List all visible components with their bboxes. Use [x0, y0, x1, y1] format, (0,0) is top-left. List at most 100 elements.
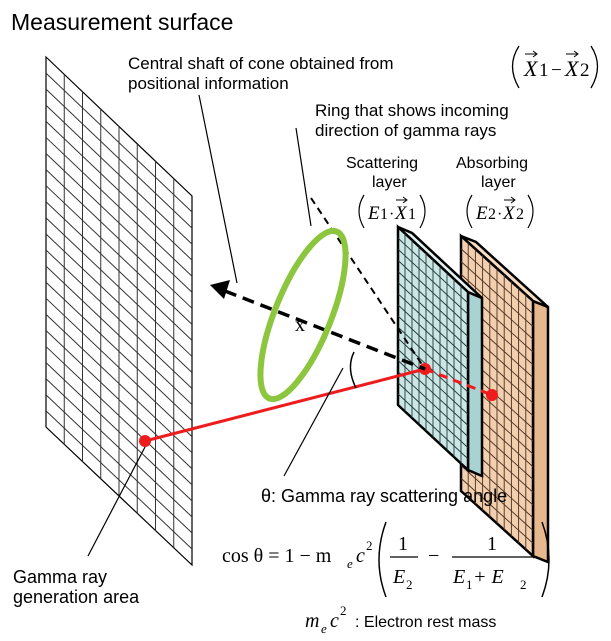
scattered-ray: [424, 367, 493, 397]
svg-text:X: X: [564, 56, 580, 81]
vector-difference-expression: X 1 − X 2: [511, 45, 599, 89]
svg-text:2: 2: [580, 60, 590, 81]
generation-point: [139, 435, 151, 447]
svg-text:2: 2: [366, 538, 373, 553]
measurement-surface-label: Measurement surface: [11, 9, 233, 35]
absorbing-layer-gridline: [460, 248, 534, 315]
absorbing-layer-gridline: [460, 273, 534, 340]
svg-text:E: E: [367, 203, 380, 224]
cone-upper-edge: [310, 197, 426, 370]
measurement-surface-gridline: [45, 137, 193, 277]
absorbing-parameters: E 2 · X 2: [466, 194, 534, 229]
scattering-angle-label: θ: Gamma ray scattering angle: [261, 486, 507, 506]
electron-rest-mass-legend: m e c 2 : Electron rest mass: [305, 603, 496, 636]
gamma-ray-ring: [257, 227, 349, 403]
scattering-layer-gridline: [397, 382, 469, 449]
scattering-layer-gridline: [397, 360, 469, 426]
svg-text:cos θ = 1 − m: cos θ = 1 − m: [222, 545, 332, 567]
svg-text:−: −: [551, 60, 562, 81]
svg-text:2: 2: [488, 206, 496, 223]
measurement-surface-gridline: [45, 346, 193, 486]
svg-text:1: 1: [466, 577, 473, 592]
ring-label-line2: direction of gamma rays: [315, 121, 496, 140]
scattering-layer-gridline: [397, 393, 469, 460]
svg-text:+ E: + E: [473, 566, 504, 588]
central-shaft: [224, 289, 426, 371]
scattering-layer-grid: [396, 224, 470, 473]
generation-leader: [87, 446, 146, 557]
scattering-layer-gridline: [397, 315, 469, 382]
central-shaft-label-line1: Central shaft of cone obtained from: [128, 54, 394, 73]
svg-text:c: c: [356, 545, 365, 567]
measurement-surface-gridline: [45, 233, 193, 373]
measurement-surface-gridline: [45, 281, 193, 421]
measurement-surface-gridline: [45, 153, 193, 293]
scattering-layer-label-line2: layer: [372, 174, 407, 191]
ring-leader: [295, 127, 312, 227]
svg-text:1: 1: [380, 206, 388, 223]
scattering-layer-gridline: [397, 349, 469, 415]
svg-text:E: E: [392, 566, 405, 588]
central-shaft-arrowhead: [210, 280, 230, 299]
svg-text:X: X: [502, 203, 516, 224]
svg-text:e: e: [347, 556, 353, 571]
svg-text:X: X: [523, 56, 539, 81]
scattering-layer-gridline: [397, 282, 469, 348]
scattering-angle-arc: [349, 351, 357, 389]
measurement-surface-gridline: [45, 378, 193, 518]
central-shaft-label-line2: positional information: [128, 74, 289, 93]
theta-leader: [283, 367, 344, 477]
scattering-layer: [396, 224, 484, 478]
svg-text:1: 1: [398, 533, 408, 555]
generation-area-label-line1: Gamma ray: [13, 567, 107, 587]
measurement-surface-grid: [45, 55, 193, 567]
measurement-surface-gridline: [45, 394, 193, 534]
svg-text:e: e: [321, 621, 327, 636]
ring-label-line1: Ring that shows incoming: [315, 101, 509, 120]
measurement-surface-gridline: [45, 72, 193, 213]
svg-text:m: m: [305, 610, 319, 632]
absorbing-layer-gridline: [460, 261, 534, 327]
absorbing-layer-label-line2: layer: [481, 174, 516, 191]
svg-text:X: X: [394, 203, 408, 224]
scattering-layer-label-line1: Scattering: [346, 155, 418, 172]
measurement-surface-gridline: [45, 88, 193, 229]
absorbing-layer-gridline: [460, 477, 534, 544]
gamma-ray-path: [139, 363, 498, 447]
scattering-layer-gridline: [397, 304, 469, 371]
scattering-layer-gridline: [397, 260, 469, 326]
scattering-layer-gridline: [397, 293, 469, 360]
leader-lines: [87, 94, 344, 557]
absorbing-layer-label-line1: Absorbing: [456, 155, 528, 172]
svg-text:2: 2: [520, 577, 527, 592]
measurement-surface-gridline: [45, 362, 193, 502]
scattering-layer-gridline: [397, 271, 469, 337]
svg-text:1: 1: [487, 533, 497, 555]
svg-text:−: −: [428, 545, 439, 567]
svg-text:E: E: [475, 203, 488, 224]
svg-text:1: 1: [539, 60, 549, 81]
measurement-surface-gridline: [45, 104, 193, 245]
measurement-surface-gridline: [45, 217, 193, 357]
ring-center-mark: x: [295, 314, 305, 336]
incoming-ray: [144, 367, 426, 443]
measurement-surface-gridline: [45, 297, 193, 438]
measurement-surface-gridline: [45, 330, 193, 470]
measurement-surface-gridline: [45, 120, 193, 261]
svg-text:2: 2: [406, 577, 413, 592]
measurement-surface-gridline: [45, 249, 193, 389]
svg-text:: Electron rest mass: : Electron rest mass: [355, 614, 496, 631]
svg-text:·: ·: [497, 206, 502, 223]
absorb-point: [486, 389, 498, 401]
scattering-layer-gridline: [397, 248, 469, 315]
scattering-layer-side: [466, 290, 484, 478]
scattering-formula: cos θ = 1 − m e c 2 1 E 2 − 1 E 1 + E 2: [222, 521, 550, 598]
svg-text:2: 2: [516, 206, 524, 223]
scattering-layer-gridline: [397, 371, 469, 437]
measurement-surface-gridline: [45, 410, 193, 550]
svg-text:1: 1: [408, 206, 416, 223]
measurement-surface-gridline: [45, 265, 193, 405]
scattering-parameters: E 1 · X 1: [358, 194, 426, 229]
absorbing-layer-side: [531, 299, 550, 564]
